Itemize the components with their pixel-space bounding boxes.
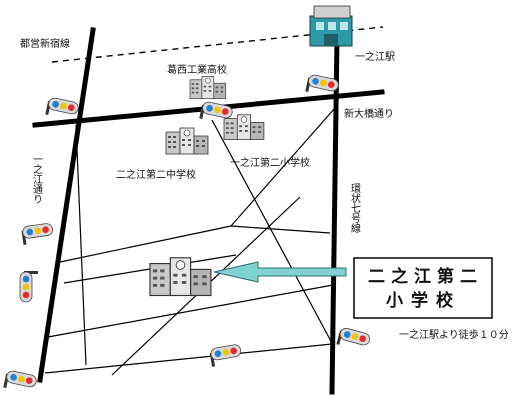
ring7-line	[329, 35, 340, 395]
traffic-light-icon	[208, 343, 244, 368]
ring7-label: 環状七号線	[349, 183, 361, 233]
traffic-light-icon	[20, 222, 55, 246]
walk-info-label: 一之江駅より徒歩１０分	[399, 328, 509, 341]
target-school-name-line2: 小学校	[386, 290, 461, 311]
train-station-icon	[309, 5, 353, 47]
traffic-light-icon	[2, 369, 38, 395]
station-label: 一之江駅	[355, 50, 395, 63]
ichinoe-road-label: 一之江通り	[31, 154, 43, 204]
elementary-label: 一之江第二小学校	[230, 156, 310, 169]
subway-line-label: 都営新宿線	[20, 37, 70, 50]
target-school-name-line1: 二之江第二	[368, 266, 483, 287]
high-school-label: 葛西工業高校	[167, 63, 227, 76]
traffic-light-icon	[335, 326, 372, 353]
traffic-light-icon	[44, 96, 80, 122]
junior-high-label: 二之江第二中学校	[116, 168, 196, 181]
traffic-light-icon	[19, 270, 39, 303]
new-ohashi-road-label: 新大橋通り	[344, 107, 394, 120]
school-building-icon	[149, 257, 212, 297]
minor-roads	[44, 107, 336, 376]
target-school-box	[353, 257, 493, 319]
ichinoe-road-line	[37, 27, 96, 383]
direction-arrow	[213, 261, 347, 283]
school-building-icon	[189, 75, 227, 99]
school-building-icon	[165, 127, 209, 155]
school-building-icon	[223, 114, 265, 140]
